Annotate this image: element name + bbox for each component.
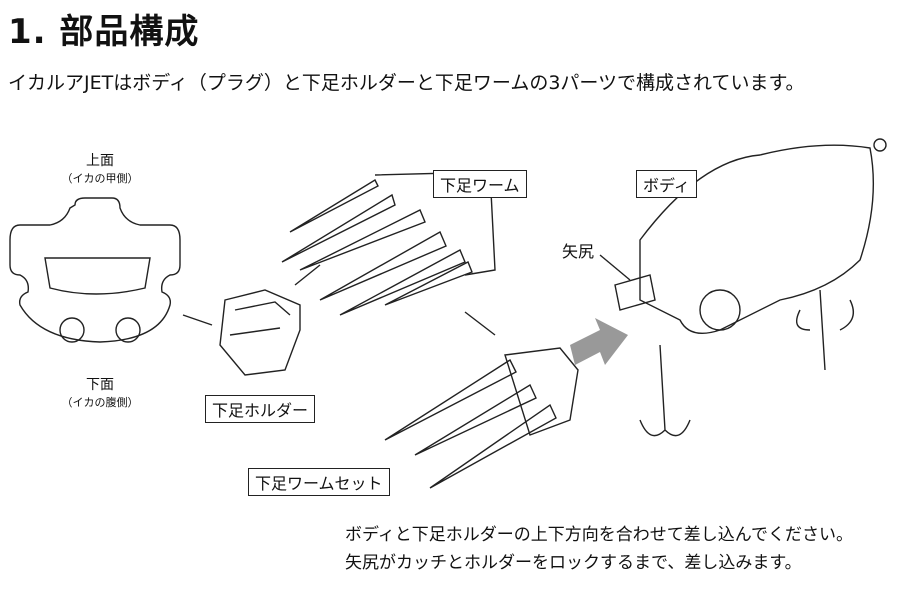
holder-part-detail bbox=[229, 301, 291, 336]
leader-line bbox=[182, 314, 213, 326]
line-eye bbox=[873, 138, 887, 152]
treble-hook-rear bbox=[796, 289, 854, 371]
holder-front-hole-right bbox=[115, 317, 141, 343]
worm-set-label: 下足ワームセット bbox=[248, 468, 390, 496]
treble-hook-front bbox=[639, 344, 691, 437]
page-title: 1. 部品構成 bbox=[8, 12, 200, 52]
holder-label: 下足ホルダー bbox=[205, 395, 316, 423]
note-line-2: 矢尻がカッチとホルダーをロックするまで、差し込みます。 bbox=[345, 553, 802, 573]
arrowhead-tab bbox=[614, 274, 656, 311]
worm-tentacle bbox=[339, 249, 466, 316]
intro-text: イカルアJETはボディ（プラグ）と下足ホルダーと下足ワームの3パーツで構成されて… bbox=[8, 72, 805, 94]
body-eye bbox=[699, 289, 741, 331]
bottom-view-label: 下面 bbox=[86, 377, 114, 393]
worm-tentacle bbox=[289, 179, 379, 233]
body-label: ボディ bbox=[636, 170, 697, 198]
worm-set-tentacle bbox=[384, 358, 517, 441]
worm-tentacle bbox=[319, 231, 447, 301]
worm-set-holder bbox=[504, 347, 579, 436]
holder-front-window bbox=[44, 257, 151, 295]
top-view-sub: （イカの甲側） bbox=[61, 172, 139, 185]
bottom-view-caption: 下面 （イカの腹側） bbox=[55, 374, 145, 410]
worm-label: 下足ワーム bbox=[433, 170, 527, 198]
worm-tentacle bbox=[281, 193, 396, 263]
holder-front-view bbox=[9, 197, 181, 343]
worm-set-tentacle bbox=[414, 383, 537, 456]
worm-set-part bbox=[384, 347, 579, 489]
body-part bbox=[614, 138, 887, 437]
arrowhead-label: 矢尻 bbox=[562, 242, 595, 261]
top-view-label: 上面 bbox=[86, 153, 114, 169]
bottom-view-sub: （イカの腹側） bbox=[61, 396, 139, 409]
worm-runner-frame bbox=[374, 171, 496, 276]
holder-part bbox=[219, 289, 301, 376]
top-view-caption: 上面 （イカの甲側） bbox=[55, 150, 145, 186]
leader-line bbox=[294, 264, 321, 286]
worm-set-tentacle bbox=[429, 403, 557, 489]
worm-tentacle bbox=[299, 209, 426, 271]
insert-arrow bbox=[570, 318, 628, 365]
note-line-1: ボディと下足ホルダーの上下方向を合わせて差し込んでください。 bbox=[345, 525, 853, 545]
worm-parts bbox=[281, 171, 496, 316]
holder-front-hole-left bbox=[59, 317, 85, 343]
worm-tentacle bbox=[384, 261, 473, 306]
leader-line bbox=[464, 311, 496, 336]
leader-line bbox=[599, 254, 631, 281]
